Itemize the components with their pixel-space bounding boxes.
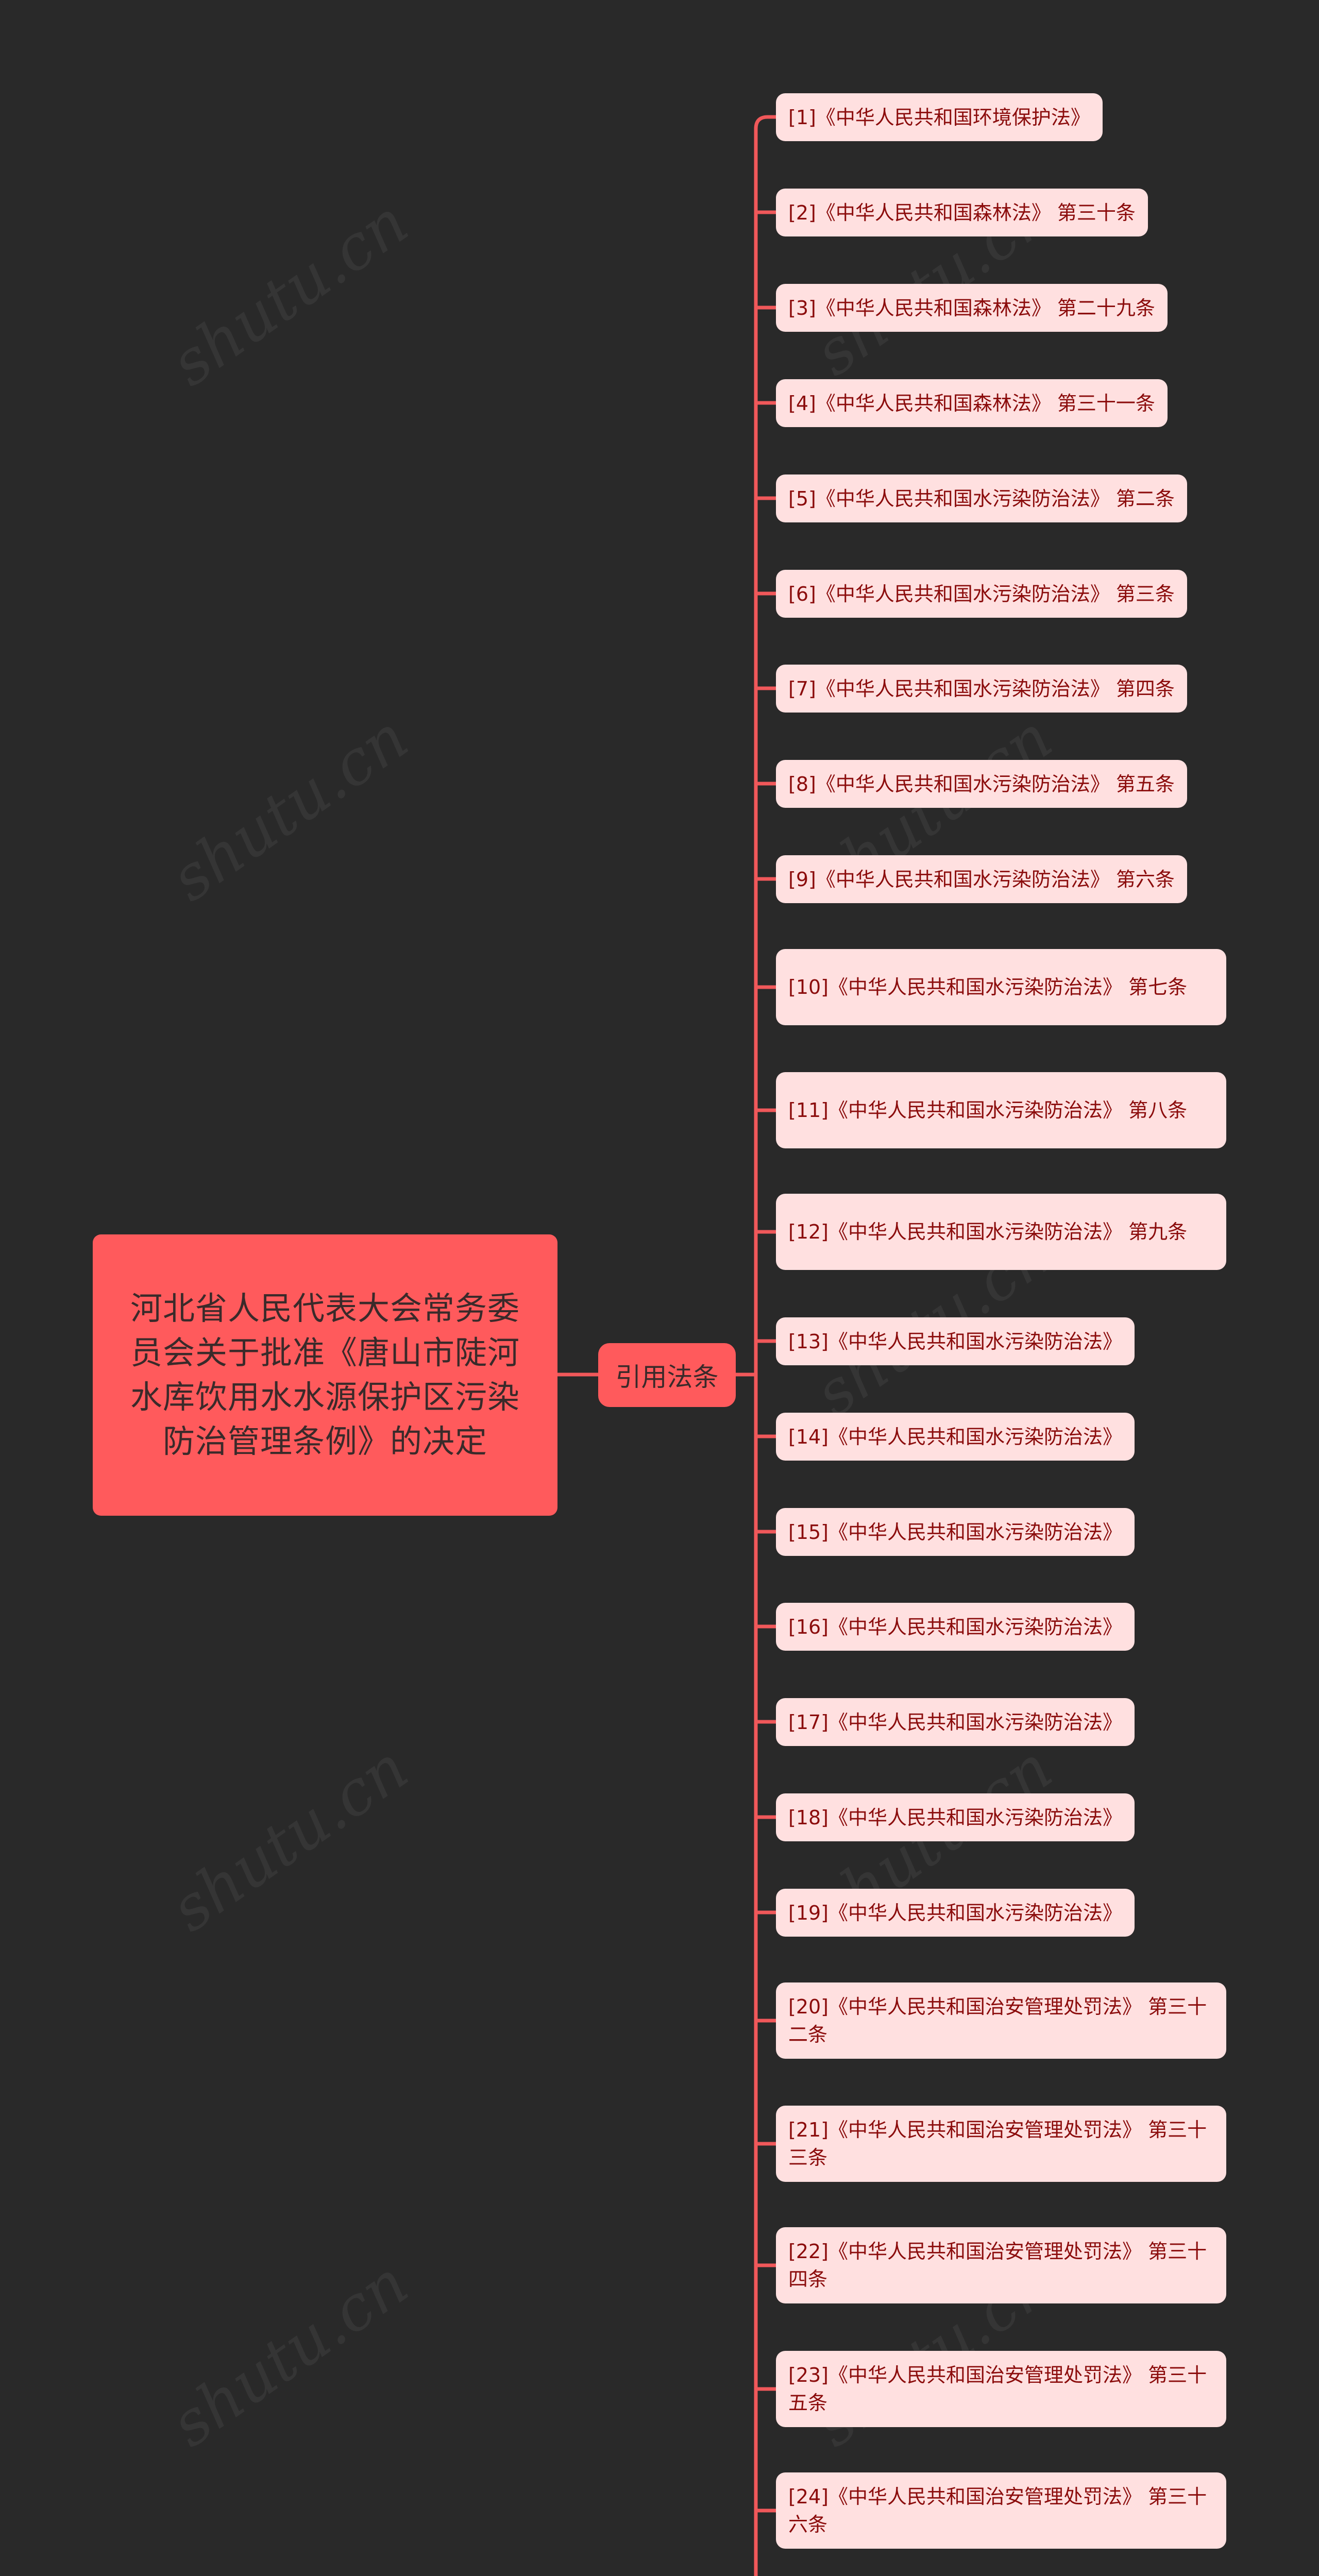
- leaf-node-10[interactable]: [10]《中华人民共和国水污染防治法》 第七条: [776, 949, 1226, 1025]
- leaf-node-label: [9]《中华人民共和国水污染防治法》 第六条: [788, 868, 1175, 891]
- leaf-node-6[interactable]: [6]《中华人民共和国水污染防治法》 第三条: [776, 570, 1187, 618]
- root-topic-node[interactable]: 河北省人民代表大会常务委员会关于批准《唐山市陡河水库饮用水水源保护区污染防治管理…: [93, 1234, 557, 1516]
- leaf-node-13[interactable]: [13]《中华人民共和国水污染防治法》: [776, 1317, 1135, 1365]
- leaf-node-4[interactable]: [4]《中华人民共和国森林法》 第三十一条: [776, 379, 1168, 427]
- leaf-node-label: [6]《中华人民共和国水污染防治法》 第三条: [788, 582, 1175, 605]
- leaf-node-14[interactable]: [14]《中华人民共和国水污染防治法》: [776, 1413, 1135, 1461]
- leaf-node-label: [12]《中华人民共和国水污染防治法》 第九条: [788, 1221, 1188, 1243]
- leaf-node-label: [17]《中华人民共和国水污染防治法》: [788, 1710, 1123, 1734]
- leaf-node-label: [24]《中华人民共和国治安管理处罚法》 第三十六条: [788, 2485, 1207, 2536]
- leaf-node-7[interactable]: [7]《中华人民共和国水污染防治法》 第四条: [776, 665, 1187, 713]
- leaf-node-label: [22]《中华人民共和国治安管理处罚法》 第三十四条: [788, 2240, 1207, 2291]
- leaf-node-11[interactable]: [11]《中华人民共和国水污染防治法》 第八条: [776, 1072, 1226, 1148]
- leaf-node-9[interactable]: [9]《中华人民共和国水污染防治法》 第六条: [776, 855, 1187, 903]
- leaf-node-label: [8]《中华人民共和国水污染防治法》 第五条: [788, 772, 1175, 795]
- leaf-node-label: [15]《中华人民共和国水污染防治法》: [788, 1520, 1123, 1544]
- leaf-node-15[interactable]: [15]《中华人民共和国水污染防治法》: [776, 1508, 1135, 1556]
- leaf-node-label: [21]《中华人民共和国治安管理处罚法》 第三十三条: [788, 2119, 1207, 2169]
- leaf-node-label: [3]《中华人民共和国森林法》 第二十九条: [788, 296, 1155, 319]
- leaf-node-label: [19]《中华人民共和国水污染防治法》: [788, 1901, 1123, 1924]
- leaf-node-12[interactable]: [12]《中华人民共和国水污染防治法》 第九条: [776, 1194, 1226, 1270]
- leaf-node-22[interactable]: [22]《中华人民共和国治安管理处罚法》 第三十四条: [776, 2227, 1226, 2303]
- branch-node-cited-laws[interactable]: 引用法条: [598, 1343, 736, 1407]
- leaf-node-label: [5]《中华人民共和国水污染防治法》 第二条: [788, 487, 1175, 510]
- leaf-node-18[interactable]: [18]《中华人民共和国水污染防治法》: [776, 1793, 1135, 1841]
- leaf-node-8[interactable]: [8]《中华人民共和国水污染防治法》 第五条: [776, 760, 1187, 808]
- leaf-node-label: [10]《中华人民共和国水污染防治法》 第七条: [788, 976, 1188, 998]
- leaf-node-label: [11]《中华人民共和国水污染防治法》 第八条: [788, 1099, 1188, 1122]
- leaf-node-21[interactable]: [21]《中华人民共和国治安管理处罚法》 第三十三条: [776, 2106, 1226, 2182]
- leaf-node-label: [20]《中华人民共和国治安管理处罚法》 第三十二条: [788, 1995, 1207, 2046]
- leaf-node-label: [7]《中华人民共和国水污染防治法》 第四条: [788, 677, 1175, 700]
- leaf-node-label: [23]《中华人民共和国治安管理处罚法》 第三十五条: [788, 2364, 1207, 2414]
- leaf-node-1[interactable]: [1]《中华人民共和国环境保护法》: [776, 93, 1103, 141]
- leaf-node-label: [16]《中华人民共和国水污染防治法》: [788, 1615, 1123, 1638]
- leaf-node-23[interactable]: [23]《中华人民共和国治安管理处罚法》 第三十五条: [776, 2351, 1226, 2427]
- leaf-node-label: [1]《中华人民共和国环境保护法》: [788, 106, 1090, 129]
- leaf-node-label: [13]《中华人民共和国水污染防治法》: [788, 1330, 1123, 1353]
- leaf-node-label: [2]《中华人民共和国森林法》 第三十条: [788, 201, 1136, 224]
- root-topic-label: 河北省人民代表大会常务委员会关于批准《唐山市陡河水库饮用水水源保护区污染防治管理…: [130, 1290, 520, 1460]
- branch-node-label: 引用法条: [615, 1362, 719, 1392]
- leaf-node-label: [4]《中华人民共和国森林法》 第三十一条: [788, 392, 1155, 415]
- leaf-node-label: [14]《中华人民共和国水污染防治法》: [788, 1425, 1123, 1448]
- leaf-node-24[interactable]: [24]《中华人民共和国治安管理处罚法》 第三十六条: [776, 2472, 1226, 2549]
- leaf-node-20[interactable]: [20]《中华人民共和国治安管理处罚法》 第三十二条: [776, 1982, 1226, 2059]
- leaf-node-19[interactable]: [19]《中华人民共和国水污染防治法》: [776, 1889, 1135, 1937]
- leaf-node-17[interactable]: [17]《中华人民共和国水污染防治法》: [776, 1698, 1135, 1746]
- leaf-node-5[interactable]: [5]《中华人民共和国水污染防治法》 第二条: [776, 474, 1187, 522]
- leaf-node-16[interactable]: [16]《中华人民共和国水污染防治法》: [776, 1603, 1135, 1651]
- leaf-node-2[interactable]: [2]《中华人民共和国森林法》 第三十条: [776, 189, 1148, 236]
- leaf-node-3[interactable]: [3]《中华人民共和国森林法》 第二十九条: [776, 284, 1168, 332]
- leaf-node-label: [18]《中华人民共和国水污染防治法》: [788, 1806, 1123, 1829]
